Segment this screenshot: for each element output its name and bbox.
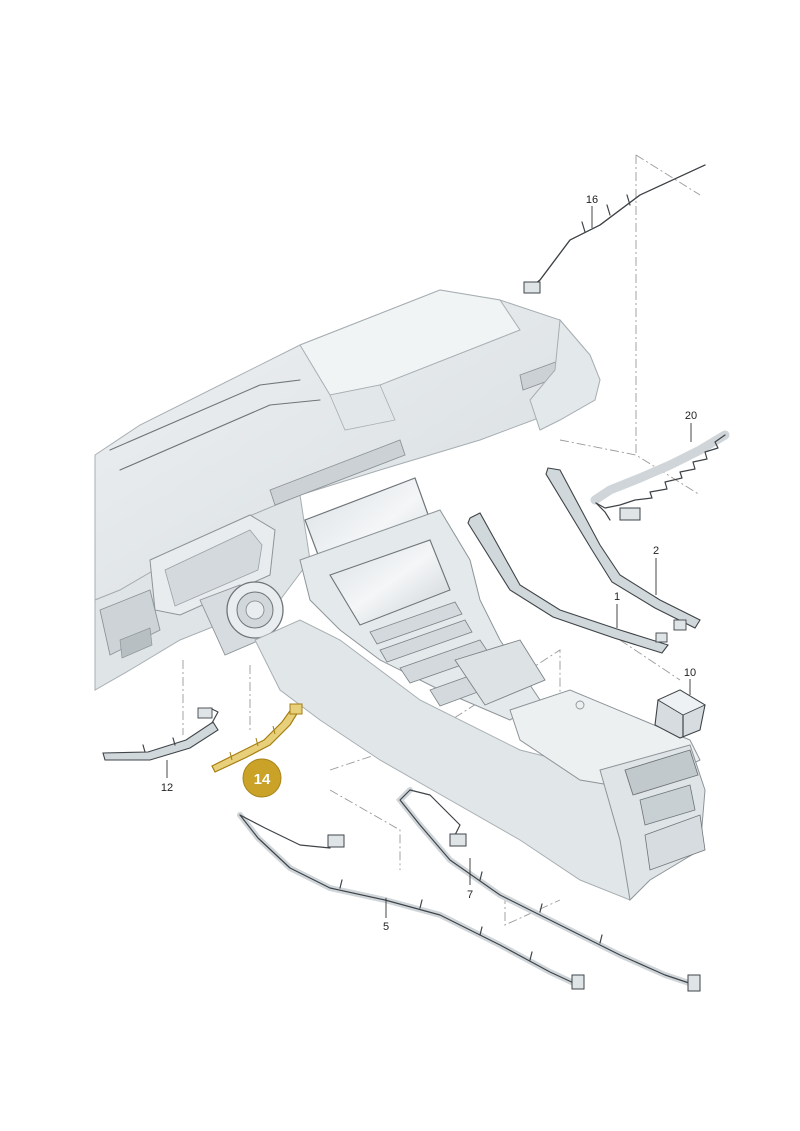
part-14-light-strip-highlighted[interactable] — [211, 703, 303, 773]
callout-12[interactable]: 12 — [161, 760, 173, 794]
part-12-light-strip[interactable] — [102, 707, 219, 761]
callout-label: 16 — [586, 194, 598, 206]
part-1-trim-strip[interactable] — [467, 512, 669, 654]
callout-label: 7 — [467, 889, 473, 901]
callout-label: 20 — [685, 410, 697, 422]
part-20-light-strip[interactable] — [590, 430, 730, 521]
part-5-light-strip[interactable] — [237, 812, 585, 990]
callout-1[interactable]: 1 — [614, 591, 620, 628]
callout-20[interactable]: 20 — [685, 410, 697, 442]
callout-label: 5 — [383, 921, 389, 933]
callout-label: 1 — [614, 591, 620, 603]
callout-14-highlighted[interactable]: 14 — [242, 758, 282, 798]
callout-10[interactable]: 10 — [684, 667, 696, 695]
callout-label: 10 — [684, 667, 696, 679]
callout-label: 2 — [653, 545, 659, 557]
callout-16[interactable]: 16 — [586, 194, 598, 228]
part-2-trim-strip[interactable] — [545, 467, 701, 631]
part-16-light-strip[interactable] — [523, 164, 706, 294]
part-10-module[interactable] — [654, 689, 706, 739]
callout-label: 14 — [254, 771, 271, 788]
dashboard-assembly — [94, 289, 706, 902]
callout-2[interactable]: 2 — [653, 545, 659, 595]
callout-7[interactable]: 7 — [467, 858, 473, 901]
part-7-light-strip[interactable] — [395, 787, 701, 992]
callout-label: 12 — [161, 782, 173, 794]
callout-5[interactable]: 5 — [383, 898, 389, 933]
